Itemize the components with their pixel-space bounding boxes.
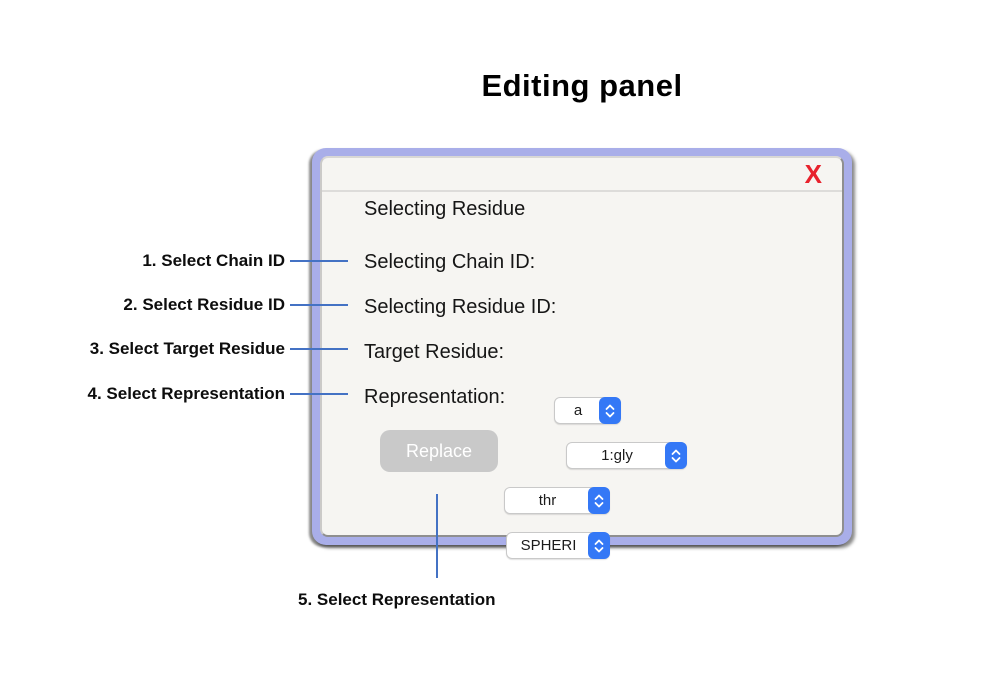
callout-line <box>290 260 348 262</box>
target-residue-label: Target Residue: <box>364 341 505 363</box>
chevron-up-down-icon <box>588 532 610 559</box>
residue-id-label: Selecting Residue ID: <box>364 296 557 318</box>
callout-replace-label: 5. Select Representation <box>298 590 496 609</box>
callout-line <box>290 348 348 350</box>
target-residue-row: Target Residue: <box>364 339 504 366</box>
page-title: Editing panel <box>481 68 683 103</box>
callout-representation-label: 4. Select Representation <box>87 384 285 403</box>
chain-id-label: Selecting Chain ID: <box>364 251 536 273</box>
callout-line-vertical <box>436 494 438 578</box>
residue-id-row: Selecting Residue ID: <box>364 294 556 321</box>
callout-chain-id: 1. Select Chain ID <box>0 249 348 273</box>
chevron-up-down-icon <box>665 442 687 469</box>
representation-select[interactable]: SPHERI <box>506 532 610 559</box>
close-icon[interactable]: X <box>804 159 822 189</box>
chevron-up-down-icon <box>588 487 610 514</box>
representation-value: SPHERI <box>520 537 577 554</box>
residue-id-select[interactable]: 1:gly <box>566 442 687 469</box>
callout-line <box>290 393 348 395</box>
panel-content: X Selecting Residue Selecting Chain ID: … <box>320 156 844 559</box>
callout-line <box>290 304 348 306</box>
representation-row: Representation: <box>364 384 505 411</box>
callout-residue-id: 2. Select Residue ID <box>0 293 348 317</box>
callout-residue-id-label: 2. Select Residue ID <box>123 295 285 314</box>
section-title: Selecting Residue <box>364 198 526 220</box>
representation-label: Representation: <box>364 386 506 408</box>
replace-button[interactable]: Replace <box>380 430 498 472</box>
target-residue-select[interactable]: thr <box>504 487 610 514</box>
panel-header: X <box>322 158 842 192</box>
callout-target-residue-label: 3. Select Target Residue <box>89 339 285 358</box>
chain-id-select[interactable]: a <box>554 397 621 424</box>
chain-id-value: a <box>573 402 583 419</box>
chain-id-row: Selecting Chain ID: <box>364 249 535 276</box>
editing-panel: X Selecting Residue Selecting Chain ID: … <box>312 148 852 559</box>
callout-target-residue: 3. Select Target Residue <box>0 337 348 361</box>
residue-id-value: 1:gly <box>601 447 633 464</box>
callout-representation: 4. Select Representation <box>0 382 348 406</box>
target-residue-value: thr <box>538 492 557 509</box>
callout-chain-id-label: 1. Select Chain ID <box>142 251 285 270</box>
chevron-up-down-icon <box>599 397 621 424</box>
